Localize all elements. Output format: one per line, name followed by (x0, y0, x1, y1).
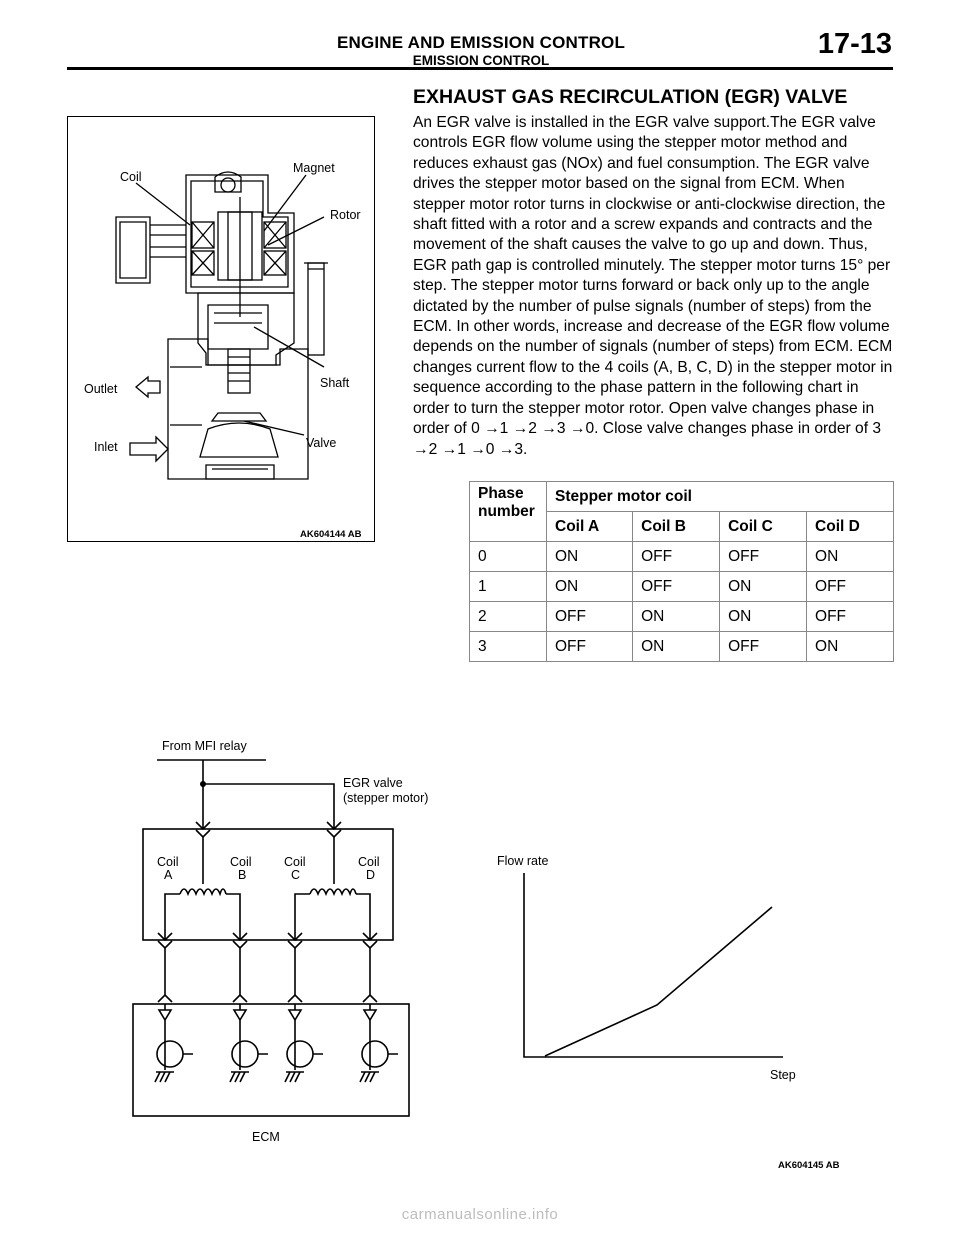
table-cell: OFF (806, 601, 894, 632)
coil-c-letter: C (291, 868, 300, 882)
stepper-motor-label: (stepper motor) (343, 791, 428, 805)
phase-table: Phase number Stepper motor coil Coil A C… (469, 481, 894, 662)
figure-id-2: AK604145 AB (778, 1160, 840, 1171)
table-cell: 2 (469, 601, 547, 632)
stepper-motor-coil-header: Stepper motor coil (546, 481, 894, 512)
watermark: carmanualsonline.info (401, 1206, 559, 1223)
table-cell: 1 (469, 571, 547, 602)
table-cell: OFF (806, 571, 894, 602)
ecm-label: ECM (252, 1130, 280, 1144)
junction-dot (200, 781, 206, 787)
coil-d-header: Coil D (806, 511, 894, 542)
table-row: 0 ON OFF OFF ON (469, 541, 894, 572)
header-rule (67, 67, 893, 70)
table-row: 3 OFF ON OFF ON (469, 631, 894, 662)
coil-b-header: Coil B (632, 511, 721, 542)
label-coil: Coil (120, 170, 142, 184)
egr-valve-label: EGR valve (343, 776, 403, 790)
section-title: EXHAUST GAS RECIRCULATION (EGR) VALVE (413, 86, 848, 108)
table-cell: ON (545, 571, 634, 602)
table-cell: OFF (632, 541, 721, 572)
label-valve: Valve (306, 436, 336, 450)
section-header-title: ENGINE AND EMISSION CONTROL (336, 33, 626, 52)
table-cell: 3 (469, 631, 547, 662)
figure-id: AK604144 AB (300, 529, 362, 540)
label-outlet: Outlet (84, 382, 118, 396)
coil-d-word: Coil (358, 855, 380, 869)
coil-a-header: Coil A (545, 511, 634, 542)
coil-c-header: Coil C (719, 511, 808, 542)
table-cell: OFF (545, 601, 634, 632)
table-cell: ON (719, 601, 808, 632)
egr-valve-cross-section-drawing: Coil Magnet Rotor Outlet Shaft Inlet Val… (84, 161, 362, 540)
table-cell: ON (632, 601, 721, 632)
table-cell: ON (719, 571, 808, 602)
table-cell: ON (806, 631, 894, 662)
label-magnet: Magnet (293, 161, 335, 175)
section-header-subtitle: EMISSION CONTROL (412, 53, 550, 68)
table-row: 1 ON OFF ON OFF (469, 571, 894, 602)
coil-c-word: Coil (284, 855, 306, 869)
egr-valve-figure: Coil Magnet Rotor Outlet Shaft Inlet Val… (67, 116, 375, 542)
table-cell: OFF (632, 571, 721, 602)
label-rotor: Rotor (330, 208, 361, 222)
step-axis-label: Step (770, 1068, 796, 1082)
table-subheader-row: Coil A Coil B Coil C Coil D (470, 511, 894, 542)
coil-b-letter: B (238, 868, 246, 882)
coil-d-letter: D (366, 868, 375, 882)
coil-b-word: Coil (230, 855, 252, 869)
table-cell: OFF (719, 541, 808, 572)
coil-a-word: Coil (157, 855, 179, 869)
table-cell: ON (806, 541, 894, 572)
flow-rate-axis-label: Flow rate (497, 854, 548, 868)
label-inlet: Inlet (94, 440, 118, 454)
table-cell: OFF (719, 631, 808, 662)
page-number: 17-13 (817, 28, 892, 60)
table-cell: ON (545, 541, 634, 572)
coil-a-letter: A (164, 868, 173, 882)
phase-number-header: Phase number (469, 481, 547, 542)
from-mfi-relay-label: From MFI relay (162, 739, 247, 753)
label-shaft: Shaft (320, 376, 350, 390)
table-cell: 0 (469, 541, 547, 572)
section-body-text: An EGR valve is installed in the EGR val… (413, 114, 893, 458)
table-header-row: Phase number Stepper motor coil (469, 481, 894, 542)
table-row: 2 OFF ON ON OFF (469, 601, 894, 632)
table-cell: ON (632, 631, 721, 662)
table-cell: OFF (545, 631, 634, 662)
